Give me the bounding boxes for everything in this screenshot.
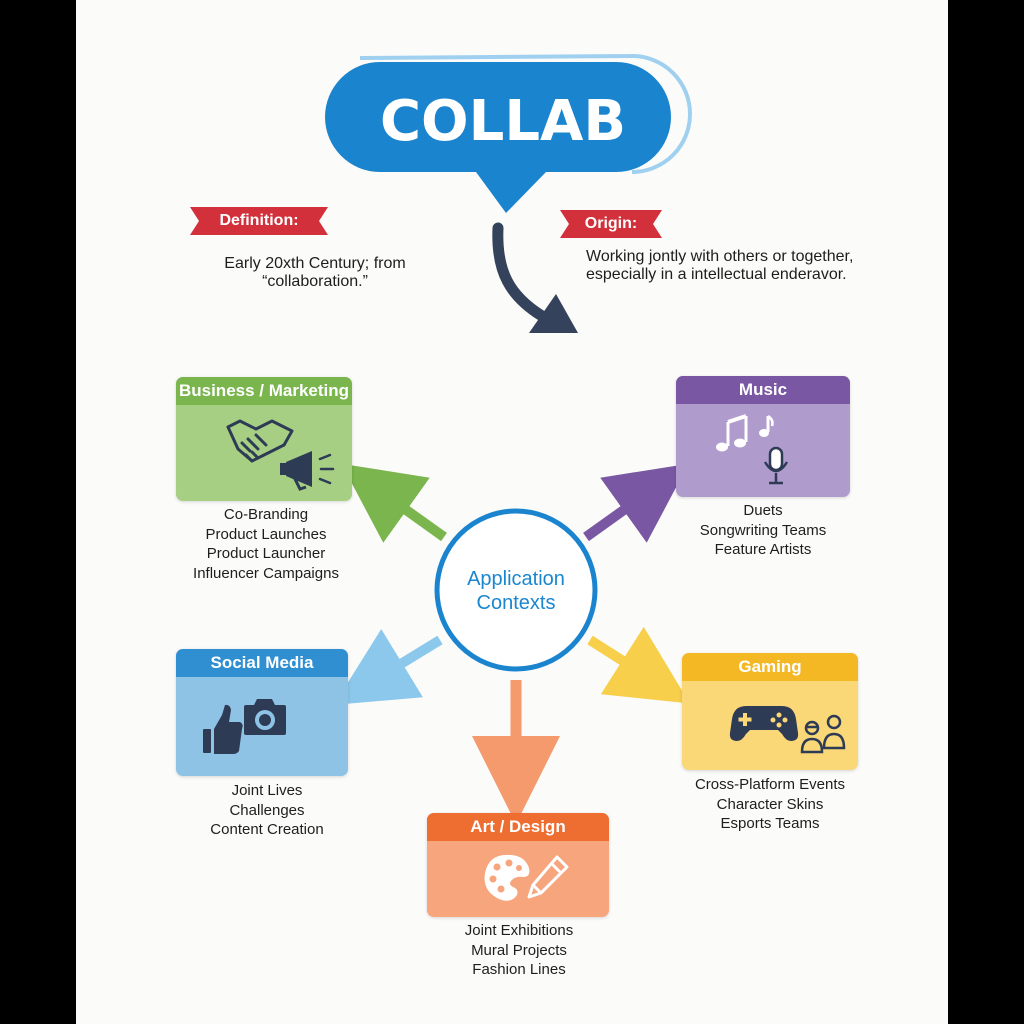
card-title-art: Art / Design: [427, 813, 609, 841]
list-item: Product Launches: [205, 525, 327, 543]
list-item: Co-Branding: [223, 506, 309, 523]
list-item: Character Skins: [716, 795, 824, 813]
arrow-to-business: [341, 463, 447, 543]
origin-ribbon: Origin:: [560, 210, 662, 238]
origin-text: Working jontly with others or together, …: [586, 248, 854, 283]
arrow-to-social: [333, 629, 443, 705]
arrow-to-music: [583, 463, 689, 543]
players-icon: [800, 714, 846, 754]
card-title-business: Business / Marketing: [176, 377, 352, 405]
list-item: Product Launcher: [206, 545, 326, 562]
card-title-music: Music: [676, 376, 850, 404]
list-social: Joint Lives Challenges Content Creation: [167, 781, 367, 840]
curved-arrow: [492, 222, 578, 333]
card-title-social: Social Media: [176, 649, 348, 677]
list-item: Joint Lives: [231, 782, 303, 799]
arrow-to-gaming: [587, 626, 690, 704]
list-item: Feature Artists: [714, 541, 812, 558]
card-business-marketing: Business / Marketing: [176, 377, 352, 501]
list-item: Influencer Campaigns: [193, 564, 339, 582]
list-business: Co-Branding Product Launches Product Lau…: [166, 505, 366, 583]
card-title-gaming: Gaming: [682, 653, 858, 681]
list-music: Duets Songwriting Teams Feature Artists: [663, 501, 863, 560]
definition-text: Early 20xth Century; from “collaboration…: [224, 255, 406, 290]
card-music: Music: [676, 376, 850, 497]
camera-icon: [244, 699, 286, 735]
gamepad-icon: [729, 706, 799, 741]
center-circle: [434, 508, 598, 672]
microphone-icon: [763, 446, 789, 485]
list-item: Fashion Lines: [472, 961, 566, 978]
thumbs-up-icon: [203, 704, 243, 754]
definition-ribbon: Definition:: [190, 207, 328, 235]
palette-icon: [484, 854, 530, 901]
center-label-line1: Application: [467, 568, 565, 590]
card-gaming: Gaming: [682, 653, 858, 770]
card-social-media: Social Media: [176, 649, 348, 776]
list-item: Content Creation: [210, 821, 324, 838]
list-item: Esports Teams: [720, 815, 820, 832]
list-item: Joint Exhibitions: [464, 922, 574, 939]
list-art: Joint Exhibitions Mural Projects Fashion…: [419, 921, 619, 980]
megaphone-icon: [280, 451, 335, 491]
title-speech-bubble: COLLAB: [325, 53, 693, 213]
list-item: Songwriting Teams: [699, 521, 827, 539]
center-label: Application Contexts: [440, 567, 592, 615]
list-item: Challenges: [229, 801, 305, 819]
center-label-line2: Contexts: [476, 592, 556, 614]
pencil-icon: [527, 855, 569, 899]
list-item: Cross-Platform Events: [694, 776, 846, 793]
list-item: Duets: [743, 502, 783, 519]
title-text: COLLAB: [380, 89, 626, 154]
list-gaming: Cross-Platform Events Character Skins Es…: [670, 775, 870, 834]
card-art-design: Art / Design: [427, 813, 609, 917]
handshake-icon: [226, 419, 294, 463]
list-item: Mural Projects: [471, 941, 567, 959]
music-notes-icon: [716, 414, 774, 452]
